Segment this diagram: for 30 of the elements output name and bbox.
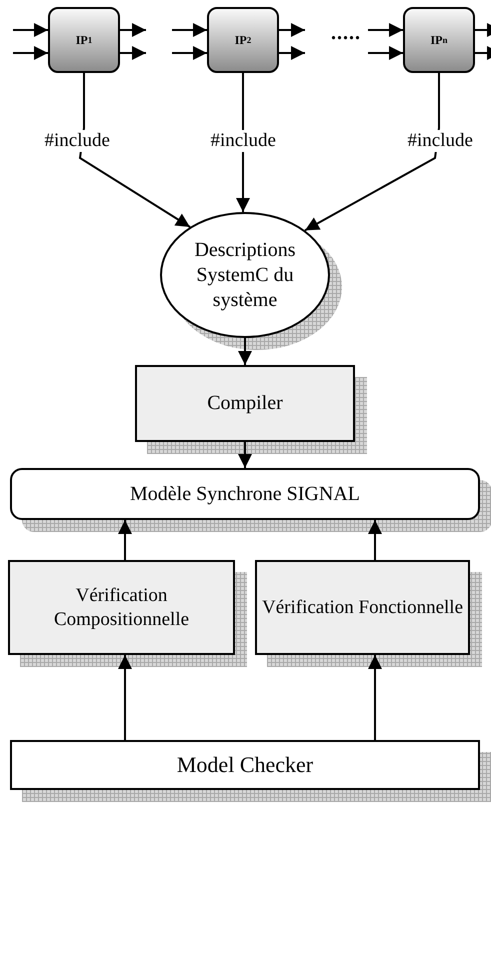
checker-box: Model Checker (10, 740, 480, 790)
arrow (475, 46, 491, 60)
arrow (172, 23, 207, 37)
arrow (279, 46, 305, 60)
arrow (368, 520, 382, 560)
arrow (13, 23, 48, 37)
description-ellipse: Descriptions SystemC du système (160, 212, 330, 338)
arrow (118, 520, 132, 560)
arrow (238, 442, 252, 468)
arrow (475, 23, 491, 37)
ellipsis-dots: ..... (331, 22, 361, 45)
arrow (13, 46, 48, 60)
verification-box: Vérification Fonctionnelle (255, 560, 470, 655)
arrow (172, 46, 207, 60)
edge-label: #include (406, 130, 475, 152)
edge-label: #include (208, 130, 278, 152)
arrow (304, 73, 440, 232)
arrow (78, 73, 191, 228)
arrow (120, 23, 146, 37)
arrow (368, 23, 403, 37)
arrow (120, 46, 146, 60)
compiler-box: Compiler (135, 365, 355, 442)
arrow (368, 655, 382, 740)
model-box: Modèle Synchrone SIGNAL (10, 468, 480, 520)
arrow (118, 655, 132, 740)
arrow (279, 23, 305, 37)
arrow (238, 338, 252, 365)
edge-label: #include (42, 130, 112, 152)
arrow (368, 46, 403, 60)
verification-box: Vérification Compositionnelle (8, 560, 235, 655)
